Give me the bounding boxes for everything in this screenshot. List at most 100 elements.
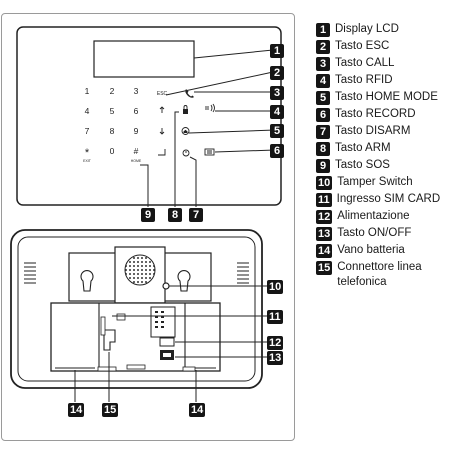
legend-item: 12 Alimentazione [316, 209, 452, 224]
sim-contacts [155, 311, 164, 328]
callout-12: 12 [267, 336, 284, 350]
power-jack [159, 337, 175, 347]
legend-badge: 10 [316, 176, 333, 190]
callout-14-right: 14 [189, 403, 206, 417]
legend-item: 11 Ingresso SIM CARD [316, 192, 452, 207]
legend-badge: 2 [316, 40, 330, 54]
tamper-switch [162, 282, 170, 290]
front-leaders [140, 49, 276, 207]
key-4: 4 [85, 106, 90, 116]
legend-badge: 6 [316, 108, 330, 122]
phone-line-connector [103, 329, 116, 351]
key-hash: # [134, 146, 139, 156]
callout-5: 5 [270, 124, 284, 138]
legend-badge: 3 [316, 57, 330, 71]
home-mode-icon [181, 127, 190, 135]
back-leaders [74, 285, 267, 402]
legend-label: Tasto ARM [335, 142, 391, 154]
legend-badge: 15 [316, 261, 333, 275]
keypad: 1 2 3 4 5 6 7 8 9 * 0 # EXIT HOME ESC [83, 86, 167, 163]
key-star-sub: EXIT [83, 159, 92, 163]
callout-3: 3 [270, 86, 284, 100]
diagram-frame [1, 13, 295, 441]
lcd-display [93, 40, 195, 78]
callout-9: 9 [141, 208, 155, 222]
legend-badge: 4 [316, 74, 330, 88]
legend-item: 9 Tasto SOS [316, 158, 452, 173]
record-icon [204, 148, 215, 156]
legend-badge: 13 [316, 227, 333, 241]
callout-10: 10 [267, 280, 284, 294]
callout-14-left: 14 [68, 403, 85, 417]
callout-2: 2 [270, 66, 284, 80]
legend-badge: 11 [316, 193, 332, 207]
legend-label: Alimentazione [337, 210, 410, 222]
key-1: 1 [85, 86, 90, 96]
legend-badge: 12 [316, 210, 333, 224]
callout-1: 1 [270, 44, 284, 58]
key-6: 6 [134, 106, 139, 116]
legend-label: Tasto CALL [335, 57, 395, 69]
legend-badge: 9 [316, 159, 330, 173]
legend-label: Tamper Switch [337, 176, 413, 188]
legend-label: Tasto RFID [335, 74, 393, 86]
legend-label: Vano batteria [337, 244, 405, 256]
key-0: 0 [110, 146, 115, 156]
legend-item: 4 Tasto RFID [316, 73, 452, 88]
callout-15: 15 [102, 403, 119, 417]
battery-bay [50, 302, 221, 372]
legend-item: 14 Vano batteria [316, 243, 452, 258]
up-arrow-icon [159, 106, 165, 113]
callout-7: 7 [189, 208, 203, 222]
legend-label: Tasto SOS [335, 159, 390, 171]
speaker-grill [124, 254, 156, 286]
legend-item: 15 Connettore linea telefonica [316, 260, 452, 290]
disarm-icon [182, 149, 190, 157]
arm-icon [183, 109, 188, 114]
legend-item: 3 Tasto CALL [316, 56, 452, 71]
key-5: 5 [110, 106, 115, 116]
legend-label: Tasto HOME MODE [335, 91, 438, 103]
key-9: 9 [134, 126, 139, 136]
call-icon [185, 89, 194, 98]
callout-4: 4 [270, 105, 284, 119]
vent-slots-right [237, 262, 249, 284]
keyhole-left [80, 270, 94, 292]
legend-label: Tasto RECORD [335, 108, 416, 120]
key-3: 3 [134, 86, 139, 96]
legend-label: Tasto ESC [335, 40, 390, 52]
legend-label: Ingresso SIM CARD [336, 193, 441, 205]
callout-8: 8 [168, 208, 182, 222]
legend-item: 10 Tamper Switch [316, 175, 452, 190]
key-hash-sub: HOME [131, 159, 142, 163]
legend-item: 6 Tasto RECORD [316, 107, 452, 122]
legend-item: 2 Tasto ESC [316, 39, 452, 54]
legend-badge: 14 [316, 244, 333, 258]
function-keys [158, 89, 215, 157]
key-2: 2 [110, 86, 115, 96]
vent-slots-left [24, 262, 36, 284]
key-star: * [85, 147, 90, 159]
esc-key-label: ESC [157, 91, 168, 97]
legend-label: Connettore linea telefonica [337, 261, 422, 288]
legend-item: 5 Tasto HOME MODE [316, 90, 452, 105]
key-8: 8 [110, 126, 115, 136]
callout-11: 11 [267, 310, 283, 324]
down-arrow-icon [159, 128, 165, 135]
legend-item: 13 Tasto ON/OFF [316, 226, 452, 241]
legend-badge: 7 [316, 125, 330, 139]
key-7: 7 [85, 126, 90, 136]
legend-item: 8 Tasto ARM [316, 141, 452, 156]
callout-13: 13 [267, 351, 284, 365]
callout-6: 6 [270, 144, 284, 158]
legend-badge: 5 [316, 91, 330, 105]
legend-label: Tasto ON/OFF [337, 227, 412, 239]
rfid-icon [205, 103, 215, 113]
legend-badge: 8 [316, 142, 330, 156]
enter-key-icon [158, 149, 166, 156]
